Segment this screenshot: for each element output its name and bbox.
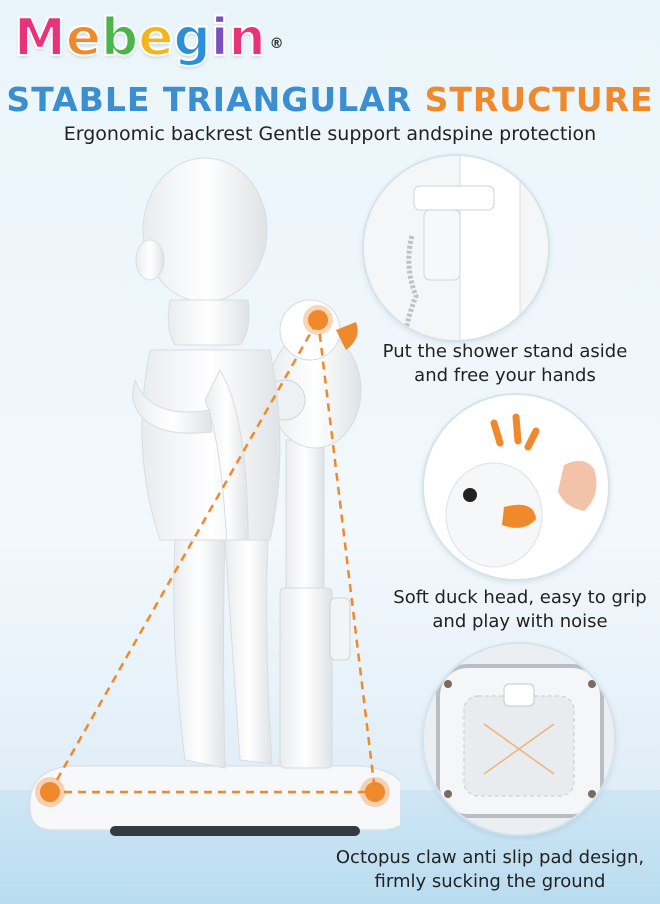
feature-caption-line: Put the shower stand aside <box>382 341 628 362</box>
headline-part-1: STABLE TRIANGULAR <box>6 80 413 119</box>
brand-logo: Mebegin ® <box>13 6 284 70</box>
headline-part-2: STRUCTURE <box>424 80 654 119</box>
shower-stand-detail <box>362 154 550 342</box>
baby-mannequin <box>131 157 281 769</box>
brand-letter: e <box>65 7 102 69</box>
brand-letter: n <box>228 7 267 69</box>
feature-caption-line: Octopus claw anti slip pad design, <box>335 847 645 868</box>
suction-base-detail <box>422 642 616 836</box>
feature-caption-2: Soft duck head, easy to grip and play wi… <box>380 586 660 634</box>
shower-holder-icon <box>364 156 548 340</box>
registered-mark: ® <box>269 36 284 52</box>
duck-head-detail <box>422 393 610 581</box>
brand-letter: i <box>210 7 230 69</box>
feature-caption-line: and free your hands <box>414 365 596 386</box>
feature-caption-line: firmly sucking the ground <box>374 871 606 892</box>
brand-letter: g <box>173 7 212 69</box>
duck-head-icon <box>424 395 608 579</box>
brand-letter: e <box>137 7 174 69</box>
stand-base <box>29 765 400 836</box>
anchor-point-left <box>40 782 60 802</box>
feature-caption-1: Put the shower stand aside and free your… <box>360 340 650 388</box>
brand-letter: b <box>100 7 139 69</box>
suction-pad-icon <box>424 644 614 834</box>
anchor-point-right <box>365 782 385 802</box>
subtitle: Ergonomic backrest Gentle support andspi… <box>63 123 597 145</box>
feature-caption-line: and play with noise <box>432 611 608 632</box>
product-illustration <box>29 157 400 836</box>
stand-pole <box>279 439 351 769</box>
feature-caption-3: Octopus claw anti slip pad design, firml… <box>320 846 660 894</box>
feature-caption-line: Soft duck head, easy to grip <box>393 587 647 608</box>
headline: STABLE TRIANGULAR STRUCTURE <box>0 80 660 120</box>
stability-triangle <box>48 319 377 794</box>
brand-letter: M <box>13 7 67 69</box>
anchor-point-top <box>308 310 328 330</box>
